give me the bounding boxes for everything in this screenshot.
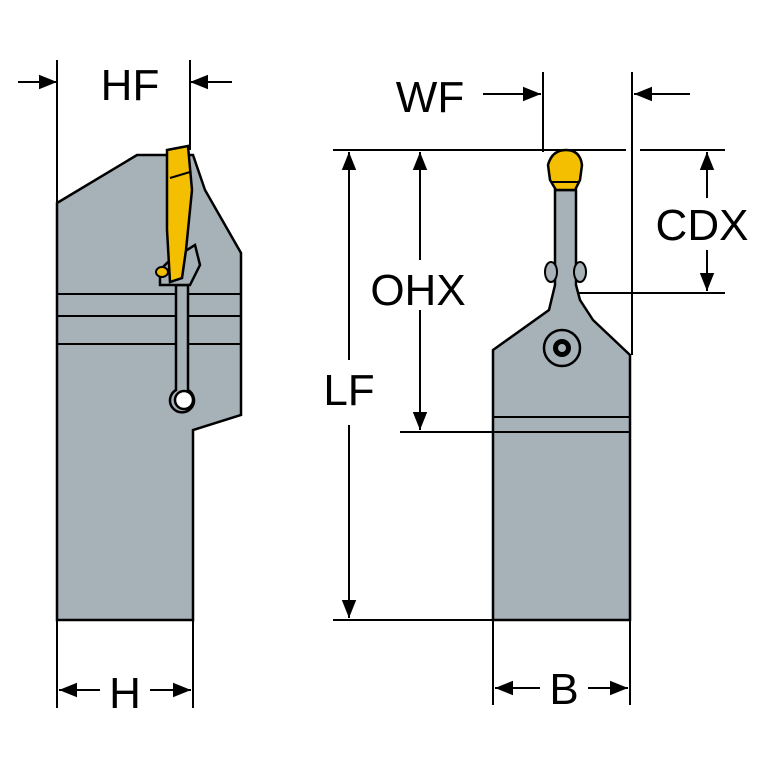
h-label: H <box>109 669 141 718</box>
wf-label: WF <box>396 73 464 122</box>
ohx-label: OHX <box>370 266 465 315</box>
lf-label: LF <box>323 366 374 415</box>
side-view-holder-body <box>55 153 243 622</box>
hf-label: HF <box>101 61 160 110</box>
front-view-clamp-lobe-right <box>573 261 587 283</box>
side-view-slot-hole <box>173 389 195 411</box>
b-label: B <box>549 665 578 714</box>
front-view-insert <box>546 148 584 192</box>
torx-screw-icon <box>542 328 582 368</box>
side-view-insert <box>165 144 194 284</box>
side-view: HF H <box>18 60 243 718</box>
side-view-insert-clamp <box>155 266 169 278</box>
front-view-holder-body <box>491 188 632 622</box>
front-view-clamp-lobe-left <box>544 261 558 283</box>
cdx-label: CDX <box>656 201 749 250</box>
side-view-insert-edge <box>169 171 191 179</box>
front-view: WF CDX OHX LF B <box>323 72 748 714</box>
